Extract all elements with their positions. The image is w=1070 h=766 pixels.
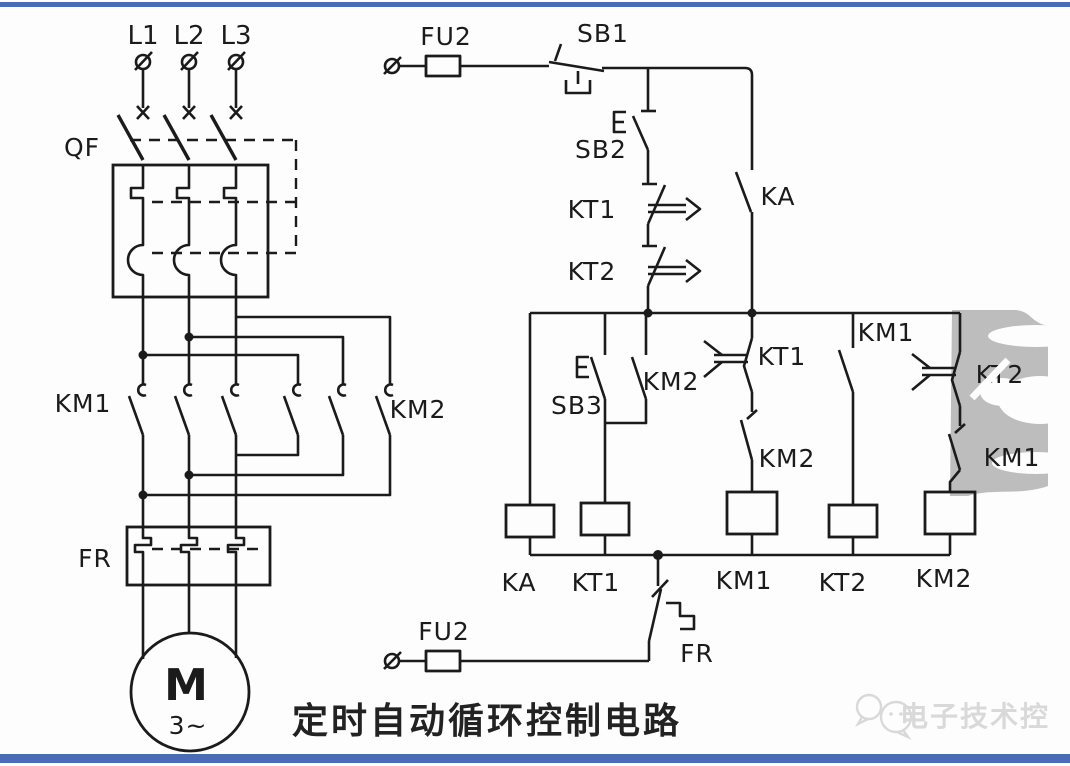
qf-trip-elements	[126, 165, 238, 297]
control-bus	[528, 308, 960, 505]
kt2-nc-glyph	[911, 313, 962, 426]
qf-linkage	[130, 138, 298, 255]
sb1-stop-button: SB1	[548, 19, 629, 95]
control-circuit: FU2 SB1 SB2	[383, 19, 1041, 673]
km2-no-glyph	[605, 313, 648, 425]
fr-contact-label: FR	[680, 639, 714, 668]
kt2-coil-label: KT2	[819, 568, 868, 597]
top-accent-bar	[0, 2, 1070, 7]
motor-circle	[129, 631, 251, 753]
control-top-wiring	[602, 66, 754, 170]
qf-blades	[116, 114, 238, 161]
fu2-top-glyph	[383, 54, 549, 78]
kt2-glyph	[642, 244, 702, 313]
motor-letter: M	[164, 660, 208, 711]
sb3-label: SB3	[551, 391, 603, 420]
power-wiring	[138, 297, 392, 527]
phase-terminals: L1 L2 L3	[127, 21, 252, 71]
km2-reverse-contacts: KM2	[282, 383, 447, 436]
phase-label-l2: L2	[173, 21, 204, 51]
km1-no-glyph	[837, 313, 855, 505]
fr-heater-elements	[133, 527, 246, 585]
qf-body	[111, 163, 270, 299]
km2-coil	[923, 490, 977, 536]
sb1-label: SB1	[577, 19, 629, 48]
km2-nc-contact: KM2	[739, 409, 816, 492]
kt2-label: KT2	[568, 257, 617, 286]
fu2-top-label: FU2	[420, 22, 472, 51]
km1-no-contact: KM1	[837, 313, 915, 505]
fuse-fu2-bottom: FU2	[383, 617, 649, 673]
fr-nc-contact: FR	[647, 555, 714, 668]
km1-coil	[725, 490, 779, 536]
coil-stubs	[528, 534, 952, 560]
sb1-glyph	[548, 43, 605, 95]
fr-label: FR	[78, 544, 112, 573]
ka-glyph	[734, 171, 754, 313]
sb3-button: SB3	[551, 313, 607, 503]
terminal-symbols	[134, 51, 246, 71]
ka-coil-label: KA	[501, 568, 536, 597]
wechat-icon	[854, 693, 913, 740]
ka-contact: KA	[734, 171, 795, 313]
km2-contact-glyphs	[282, 383, 394, 436]
sb2-label: SB2	[575, 135, 627, 164]
kt1-nc-contact: KT1	[703, 313, 807, 412]
km2-nc-label: KM2	[759, 444, 816, 473]
kt1-coil-label: KT1	[572, 568, 621, 597]
km2-power-label: KM2	[390, 395, 447, 424]
caption: 定时自动循环控制电路	[292, 701, 682, 742]
km1-contact-glyphs	[127, 383, 240, 436]
motor-phase: 3~	[169, 711, 208, 740]
km1-nc-glyph	[947, 423, 966, 492]
white-slash-artifact	[969, 357, 1011, 401]
fu2-bottom-glyph	[383, 649, 649, 673]
coils: KA KT1 KM1 KT2 KM2	[501, 490, 977, 597]
km2-nc-glyph	[739, 409, 758, 492]
kt1-label: KT1	[568, 195, 617, 224]
km1-main-contacts: KM1	[55, 383, 240, 436]
km1-nc-label: KM1	[984, 443, 1041, 472]
km2-no-label: KM2	[643, 367, 700, 396]
kt1-nc-glyph	[703, 313, 754, 412]
km1-nc-contact: KM1	[947, 423, 1041, 492]
fuse-fu2-top: FU2	[383, 22, 549, 78]
fr-body	[125, 525, 272, 587]
sb3-glyph	[575, 313, 607, 503]
sb2-glyph	[612, 109, 656, 184]
phase-label-l1: L1	[127, 21, 158, 51]
km2-coil-label: KM2	[916, 564, 973, 593]
km2-no-contact: KM2	[605, 313, 700, 425]
motor: M 3~	[129, 585, 251, 753]
kt1-coil	[579, 501, 631, 537]
gray-blob-artifact	[950, 310, 1070, 496]
fu2-bottom-label: FU2	[418, 617, 470, 646]
kt1-delay-contact: KT1	[568, 182, 702, 246]
kt2-nc-contact: KT2	[911, 313, 1023, 426]
kt1-glyph	[642, 182, 702, 246]
qf-breaker: QF	[64, 69, 298, 299]
ka-label: KA	[760, 182, 795, 211]
kt1-nc-label: KT1	[758, 342, 807, 371]
watermark-text: 电子技术控	[900, 700, 1050, 733]
kt2-coil	[827, 503, 879, 539]
kt2-delay-contact: KT2	[568, 244, 702, 313]
fr-contact-glyph	[647, 555, 696, 661]
qf-label: QF	[64, 133, 100, 162]
sb2-start-button: SB2	[575, 109, 656, 184]
km1-no-label: KM1	[858, 318, 915, 347]
qf-incoming-wires	[136, 69, 243, 120]
motor-feed-wires	[141, 585, 238, 659]
ka-coil	[504, 503, 556, 539]
power-circuit: L1 L2 L3 QF	[55, 21, 447, 753]
km1-coil-label: KM1	[716, 566, 773, 595]
km1-power-label: KM1	[55, 389, 112, 418]
bottom-accent-bar	[0, 754, 1070, 763]
fr-overload-heater: FR	[78, 525, 272, 587]
watermark: 电子技术控	[854, 693, 1050, 740]
phase-label-l3: L3	[220, 21, 251, 51]
